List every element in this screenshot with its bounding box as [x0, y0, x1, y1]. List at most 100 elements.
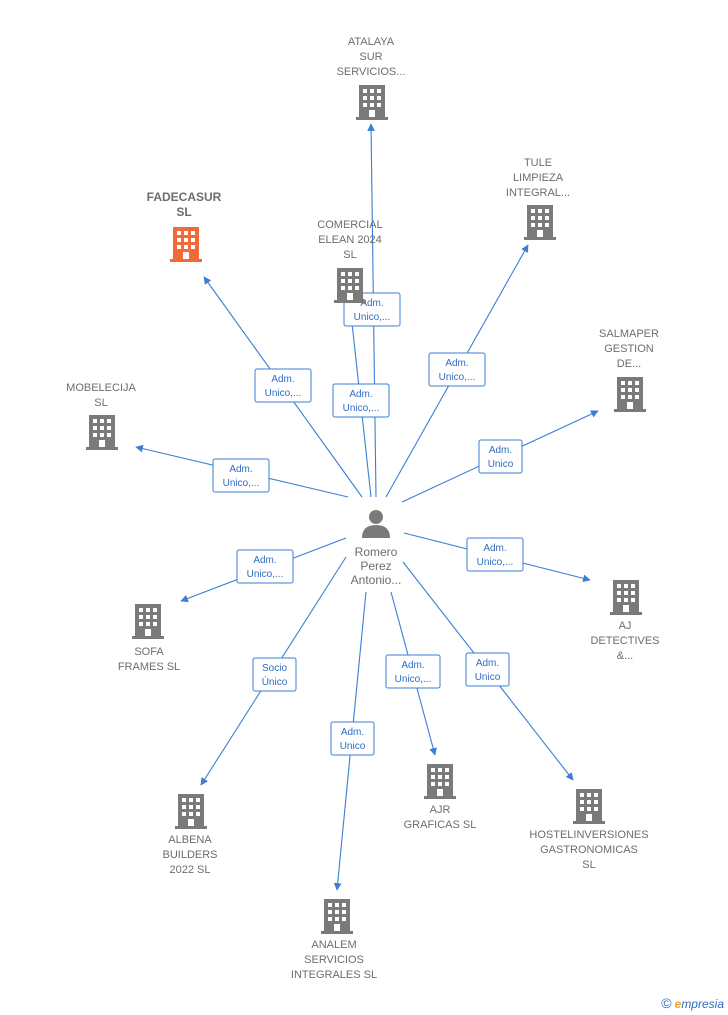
edge-label-text: Adm.	[360, 298, 383, 309]
edge-label-comercial[interactable]: Adm.Unico,...	[332, 383, 390, 418]
company-label[interactable]: AJR	[430, 804, 451, 816]
company-label[interactable]: SUR	[359, 51, 382, 63]
building-icon[interactable]	[573, 789, 605, 824]
edge-label-text: Unico,...	[439, 372, 476, 383]
building-icon[interactable]	[424, 764, 456, 799]
edge-label-text: Adm.	[271, 374, 294, 385]
edge-label-analem[interactable]: Adm.Unico	[330, 721, 375, 756]
building-icon[interactable]	[524, 205, 556, 240]
edge-label-box[interactable]	[332, 383, 390, 418]
company-label[interactable]: LIMPIEZA	[513, 172, 564, 184]
brand-footer: ©empresia	[661, 995, 724, 1011]
company-label[interactable]: SERVICIOS	[304, 954, 364, 966]
company-node-aj[interactable]: AJ DETECTIVES &...	[590, 580, 660, 662]
company-label[interactable]: INTEGRAL...	[506, 187, 570, 199]
edge-label-box[interactable]	[466, 537, 524, 572]
company-node-salmaper[interactable]: SALMAPER GESTION DE...	[599, 328, 659, 412]
edge-label-box[interactable]	[385, 654, 441, 689]
edge-label-box[interactable]	[330, 721, 375, 756]
company-label[interactable]: ELEAN 2024	[318, 234, 382, 246]
building-icon[interactable]	[86, 415, 118, 450]
edge-label-text: Adm.	[229, 464, 252, 475]
edge-label-text: Unico,...	[247, 569, 284, 580]
company-node-sofa[interactable]: SOFA FRAMES SL	[118, 604, 180, 673]
person-label[interactable]: Perez	[360, 559, 391, 573]
company-label[interactable]: &...	[617, 650, 634, 662]
copyright-icon: ©	[661, 995, 672, 1011]
building-icon[interactable]	[334, 268, 366, 303]
company-label[interactable]: GESTION	[604, 343, 654, 355]
edge-label-text: Unico,...	[265, 388, 302, 399]
brand-name: mpresia	[681, 997, 724, 1011]
edge-label-text: Unico,...	[395, 674, 432, 685]
edge-label-box[interactable]	[478, 439, 523, 474]
edge-label-aj[interactable]: Adm. Unico,...	[466, 537, 524, 572]
edge-label-ajr[interactable]: Adm. Unico,...	[385, 654, 441, 689]
edge-label-text: Adm.	[483, 543, 506, 554]
edge-label-box[interactable]	[254, 368, 312, 403]
edge-label-text: Adm.	[401, 660, 424, 671]
person-label[interactable]: Antonio...	[351, 573, 402, 587]
edge-label-text: Único	[262, 675, 288, 688]
edge-label-salmaper[interactable]: Adm.Unico	[478, 439, 523, 474]
company-label[interactable]: BUILDERS	[162, 849, 217, 861]
company-node-atalaya[interactable]: ATALAYA SUR SERVICIOS...	[337, 36, 406, 120]
edge-label-fadecasur[interactable]: Adm. Unico,...	[254, 368, 312, 403]
company-label[interactable]: ALBENA	[168, 834, 212, 846]
company-label[interactable]: TULE	[524, 157, 552, 169]
building-icon[interactable]	[170, 227, 202, 262]
company-label[interactable]: SL	[176, 205, 191, 219]
company-label[interactable]: ANALEM	[311, 939, 356, 951]
company-node-albena[interactable]: ALBENA BUILDERS 2022 SL	[162, 794, 218, 876]
building-icon[interactable]	[614, 377, 646, 412]
company-label[interactable]: MOBELECIJA	[66, 382, 136, 394]
company-node-ajr[interactable]: AJR GRAFICAS SL	[404, 764, 477, 831]
company-label[interactable]: DE...	[617, 358, 641, 370]
company-label[interactable]: SL	[343, 249, 356, 261]
company-label[interactable]: COMERCIAL	[317, 219, 382, 231]
company-label[interactable]: FRAMES SL	[118, 661, 180, 673]
company-label[interactable]: SALMAPER	[599, 328, 659, 340]
edge-label-box[interactable]	[252, 657, 297, 692]
person-label[interactable]: Romero	[355, 545, 398, 559]
company-label[interactable]: GRAFICAS SL	[404, 819, 477, 831]
company-label[interactable]: INTEGRALES SL	[291, 969, 377, 981]
company-label[interactable]: SL	[94, 397, 107, 409]
edge-label-text: Unico,...	[343, 403, 380, 414]
edge-label-hostel[interactable]: Adm.Unico	[465, 652, 510, 687]
company-label[interactable]: ATALAYA	[348, 36, 395, 48]
edge-label-mobelecija[interactable]: Adm. Unico,...	[212, 458, 270, 493]
edge-label-tule[interactable]: Adm.Unico,...	[428, 352, 486, 387]
edge-label-box[interactable]	[465, 652, 510, 687]
building-icon[interactable]	[356, 85, 388, 120]
company-label[interactable]: SL	[582, 859, 595, 871]
company-label[interactable]: AJ	[619, 620, 632, 632]
person-icon[interactable]	[362, 510, 390, 538]
company-node-hostel[interactable]: HOSTELINVERSIONES GASTRONOMICAS SL	[529, 789, 649, 871]
company-node-tule[interactable]: TULE LIMPIEZA INTEGRAL...	[506, 157, 570, 240]
building-icon[interactable]	[175, 794, 207, 829]
company-label[interactable]: FADECASUR	[147, 190, 222, 204]
company-label[interactable]: DETECTIVES	[590, 635, 659, 647]
company-label[interactable]: SOFA	[134, 646, 164, 658]
edge-label-text: Unico,...	[477, 557, 514, 568]
edge-label-sofa[interactable]: Adm.Unico,...	[236, 549, 294, 584]
building-icon[interactable]	[610, 580, 642, 615]
edge-label-box[interactable]	[212, 458, 270, 493]
building-icon[interactable]	[321, 899, 353, 934]
person-node[interactable]: RomeroPerezAntonio...	[351, 510, 402, 587]
company-label[interactable]: GASTRONOMICAS	[540, 844, 638, 856]
company-node-mobelecija[interactable]: MOBELECIJA SL	[66, 382, 137, 450]
company-label[interactable]: 2022 SL	[170, 864, 211, 876]
edge-label-box[interactable]	[428, 352, 486, 387]
edge-label-box[interactable]	[236, 549, 294, 584]
company-label[interactable]: HOSTELINVERSIONES	[529, 829, 648, 841]
edge-label-text: Unico,...	[223, 478, 260, 489]
company-node-analem[interactable]: ANALEM SERVICIOS INTEGRALES SL	[291, 899, 377, 981]
company-label[interactable]: SERVICIOS...	[337, 66, 406, 78]
building-icon[interactable]	[132, 604, 164, 639]
